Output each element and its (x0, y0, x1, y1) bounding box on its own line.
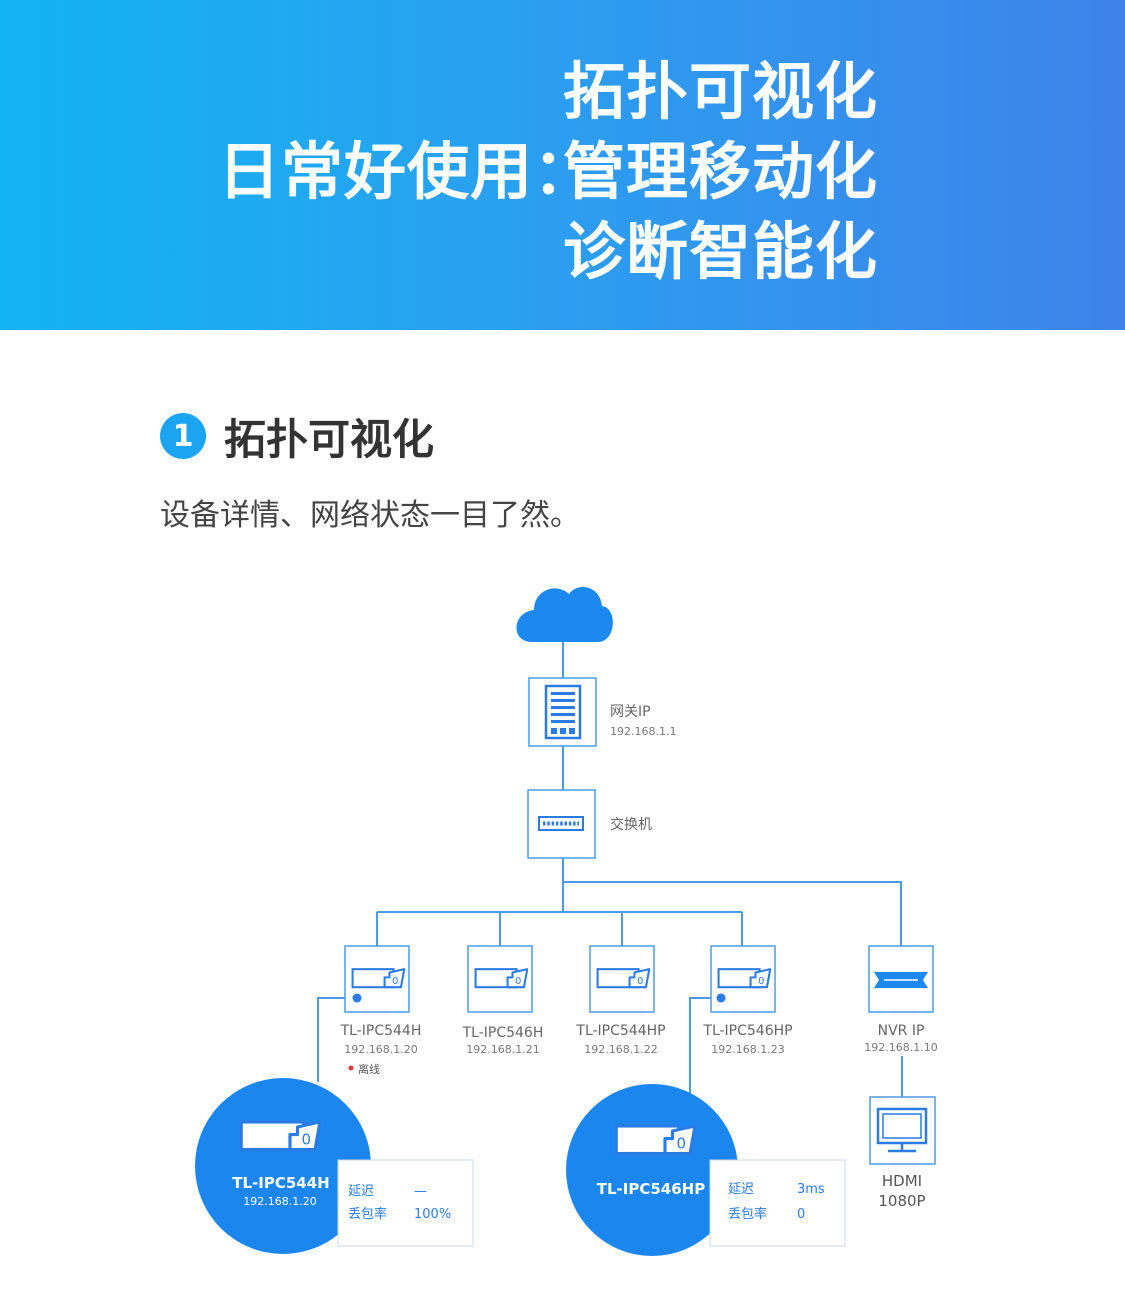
switch-icon (538, 816, 584, 831)
section-heading: 1 拓扑可视化 (160, 408, 434, 464)
section-description: 设备详情、网络状态一目了然。 (160, 498, 580, 533)
banner-prefix: 日常好使用： (218, 135, 597, 208)
camera-icon (239, 1120, 322, 1152)
monitor-icon (876, 1107, 928, 1153)
gateway-node[interactable]: 网关IP 192.168.1.1 (528, 677, 676, 747)
nvr-label: NVR IP (878, 1023, 925, 1039)
offline-status: 离线 (358, 1062, 380, 1076)
camera-detail-popup-1[interactable]: TL-IPC544H 192.168.1.20 延迟 — 丢包率 100% (195, 1078, 474, 1254)
camera-model: TL-IPC544HP (575, 1023, 665, 1039)
camera-ip: 192.168.1.20 (344, 1043, 417, 1056)
delay-label: 延迟 (348, 1184, 374, 1199)
popup-circle (195, 1078, 371, 1254)
camera-node-4[interactable]: TL-IPC546HP 192.168.1.23 (702, 945, 793, 1056)
popup-stats-card (709, 1159, 846, 1247)
popup-camera-model: TL-IPC544H (232, 1174, 329, 1192)
monitor-resolution: 1080P (878, 1192, 925, 1210)
camera-ip: 192.168.1.21 (466, 1043, 539, 1056)
banner-item-diagnosis: 诊断智能化 (563, 215, 879, 288)
nvr-icon (874, 972, 928, 988)
popup-camera-ip: 192.168.1.20 (243, 1195, 316, 1208)
camera-ip: 192.168.1.22 (584, 1043, 657, 1056)
camera-ip: 192.168.1.23 (711, 1043, 784, 1056)
switch-label: 交换机 (610, 816, 652, 833)
delay-value: — (414, 1184, 427, 1199)
section-number-badge: 1 (160, 413, 206, 459)
camera-icon (351, 968, 406, 989)
connection-lines (317, 642, 903, 1097)
camera-icon (474, 968, 529, 989)
delay-value: 3ms (797, 1182, 825, 1197)
switch-node[interactable]: 交换机 (527, 789, 652, 859)
camera-model: TL-IPC546HP (702, 1023, 792, 1039)
camera-icon (596, 968, 651, 989)
section-title: 拓扑可视化 (224, 414, 435, 464)
monitor-node[interactable]: HDMI 1080P (869, 1096, 936, 1210)
header-banner: 拓扑可视化 日常好使用： 管理移动化 诊断智能化 (0, 0, 1125, 330)
nvr-ip: 192.168.1.10 (864, 1041, 937, 1054)
camera-model: TL-IPC544H (340, 1023, 422, 1039)
loss-value: 100% (414, 1207, 451, 1222)
gateway-ip: 192.168.1.1 (610, 725, 676, 738)
delay-label: 延迟 (728, 1182, 754, 1197)
camera-model: TL-IPC546H (462, 1025, 544, 1041)
banner-item-mobile: 管理移动化 (563, 135, 879, 208)
camera-status-dot (716, 993, 726, 1003)
camera-node-2[interactable]: TL-IPC546H 192.168.1.21 (462, 945, 544, 1056)
offline-dot (348, 1065, 354, 1071)
gateway-label: 网关IP (610, 704, 651, 720)
banner-item-topology: 拓扑可视化 (563, 55, 879, 128)
nvr-node[interactable]: NVR IP 192.168.1.10 (864, 945, 938, 1054)
gateway-icon (544, 684, 582, 740)
loss-value: 0 (797, 1207, 805, 1222)
monitor-hdmi-label: HDMI (882, 1172, 922, 1190)
camera-icon (717, 968, 772, 989)
camera-status-dot (352, 993, 362, 1003)
camera-node-3[interactable]: TL-IPC544HP 192.168.1.22 (575, 945, 666, 1056)
camera-icon (614, 1124, 697, 1156)
loss-label: 丢包率 (348, 1206, 387, 1222)
popup-camera-model: TL-IPC546HP (597, 1180, 705, 1198)
camera-detail-popup-2[interactable]: TL-IPC546HP 延迟 3ms 丢包率 0 (566, 1084, 846, 1256)
camera-node-1[interactable]: TL-IPC544H 192.168.1.20 离线 (340, 945, 422, 1076)
popup-stats-card (337, 1159, 474, 1247)
cloud-icon (516, 586, 613, 642)
loss-label: 丢包率 (728, 1206, 767, 1222)
